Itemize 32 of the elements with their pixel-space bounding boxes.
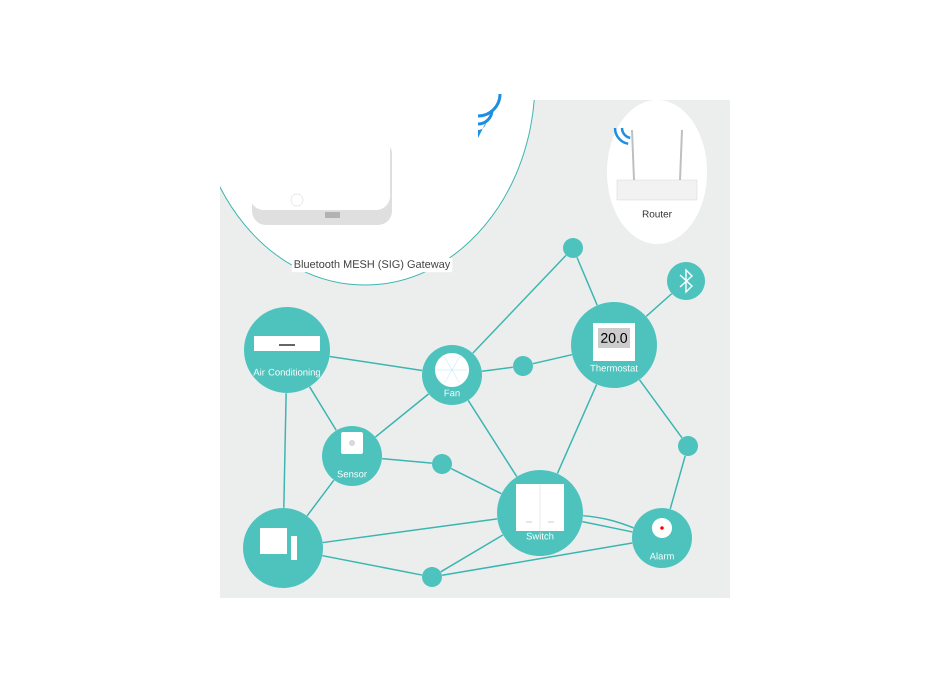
- mesh-dot: [422, 567, 442, 587]
- node-label: Bluetooth MESH (SIG) Gateway: [294, 260, 450, 270]
- mesh-link: [306, 480, 334, 516]
- mesh-dot: [678, 436, 698, 456]
- mesh-link: [450, 468, 502, 494]
- mesh-link: [482, 366, 513, 372]
- mesh-link: [576, 257, 598, 306]
- mesh-link: [638, 379, 683, 438]
- mesh-link: [556, 384, 598, 474]
- mesh-dot: [513, 356, 533, 376]
- mesh-link: [322, 554, 422, 576]
- mesh-link: [375, 393, 430, 438]
- mesh-link: [283, 393, 287, 508]
- mesh-link: [582, 520, 633, 533]
- mesh-link: [330, 356, 422, 372]
- mesh-link: [670, 456, 686, 510]
- device-circle: [243, 508, 323, 588]
- mesh-link: [583, 514, 634, 529]
- router-drawing: Router: [607, 100, 707, 244]
- mesh-link: [442, 542, 632, 576]
- mesh-link: [646, 293, 672, 317]
- mesh-dot: [432, 454, 452, 474]
- bluetooth-icon: [667, 262, 705, 300]
- mesh-link: [308, 386, 337, 431]
- mesh-link: [472, 254, 567, 354]
- mesh-link: [382, 458, 432, 464]
- mesh-link: [532, 354, 572, 364]
- mesh-link: [468, 400, 518, 477]
- gateway-drawing: Bluetooth MESH (SIG) Gateway: [220, 100, 536, 286]
- mesh-dot: [563, 238, 583, 258]
- mesh-link: [322, 518, 498, 544]
- mesh-link: [440, 534, 504, 572]
